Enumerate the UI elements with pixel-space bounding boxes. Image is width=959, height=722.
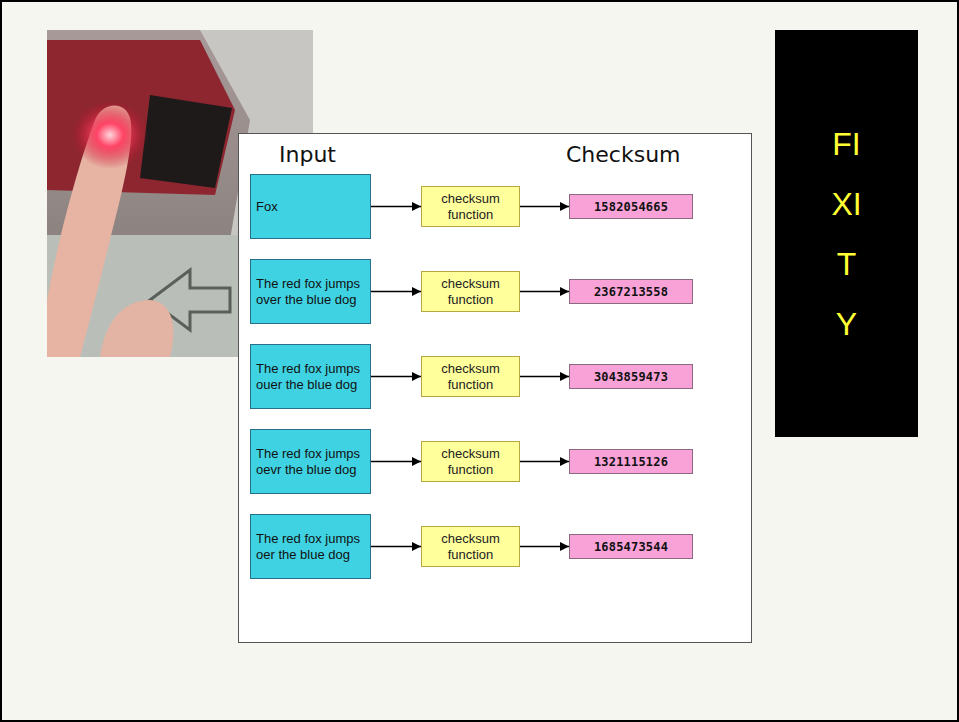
panel-ground bbox=[238, 133, 752, 643]
column-heading: Checksum bbox=[566, 142, 681, 167]
flow-arrow bbox=[371, 206, 421, 208]
input-text: The red fox jumps over the blue dog bbox=[256, 276, 365, 308]
input-box: The red fox jumps ouer the blue dog bbox=[250, 344, 371, 409]
function-label: checksum function bbox=[426, 361, 515, 392]
checksum-box: 2367213558 bbox=[569, 279, 693, 304]
title-panel: FIXITY bbox=[775, 30, 918, 437]
function-box: checksum function bbox=[421, 441, 520, 482]
function-box: checksum function bbox=[421, 526, 520, 567]
checksum-value: 2367213558 bbox=[594, 285, 668, 299]
flow-arrow bbox=[371, 461, 421, 463]
flow-arrow bbox=[371, 376, 421, 378]
function-label: checksum function bbox=[426, 531, 515, 562]
input-box: Fox bbox=[250, 174, 371, 239]
function-label: checksum function bbox=[426, 276, 515, 307]
input-box: The red fox jumps over the blue dog bbox=[250, 259, 371, 324]
checksum-value: 3043859473 bbox=[594, 370, 668, 384]
checksum-box: 1582054665 bbox=[569, 194, 693, 219]
function-box: checksum function bbox=[421, 271, 520, 312]
flow-arrow bbox=[520, 376, 569, 378]
diagram-panel: Fox checksum function 1582054665The red fo… bbox=[238, 133, 752, 643]
column-heading: Input bbox=[279, 142, 336, 167]
checksum-box: 1685473544 bbox=[569, 534, 693, 559]
input-text: Fox bbox=[256, 199, 278, 215]
thumb bbox=[100, 300, 173, 357]
checksum-box: 1321115126 bbox=[569, 449, 693, 474]
red-glow bbox=[72, 101, 148, 169]
function-box: checksum function bbox=[421, 356, 520, 397]
checksum-value: 1685473544 bbox=[594, 540, 668, 554]
input-text: The red fox jumps oer the blue dog bbox=[256, 531, 365, 563]
title-text: FIXITY bbox=[831, 114, 863, 354]
flow-arrow bbox=[520, 206, 569, 208]
function-label: checksum function bbox=[426, 446, 515, 477]
input-box: The red fox jumps oevr the blue dog bbox=[250, 429, 371, 494]
scanner-red-zone bbox=[47, 40, 235, 195]
flow-arrow bbox=[520, 546, 569, 548]
checksum-box: 3043859473 bbox=[569, 364, 693, 389]
flow-arrow bbox=[520, 461, 569, 463]
flow-arrow bbox=[371, 546, 421, 548]
function-box: checksum function bbox=[421, 186, 520, 227]
input-box: The red fox jumps oer the blue dog bbox=[250, 514, 371, 579]
checksum-value: 1321115126 bbox=[594, 455, 668, 469]
input-text: The red fox jumps ouer the blue dog bbox=[256, 361, 365, 393]
checksum-value: 1582054665 bbox=[594, 200, 668, 214]
input-text: The red fox jumps oevr the blue dog bbox=[256, 446, 365, 478]
scanner-window bbox=[140, 95, 232, 188]
flow-arrow bbox=[371, 291, 421, 293]
function-label: checksum function bbox=[426, 191, 515, 222]
flow-arrow bbox=[520, 291, 569, 293]
